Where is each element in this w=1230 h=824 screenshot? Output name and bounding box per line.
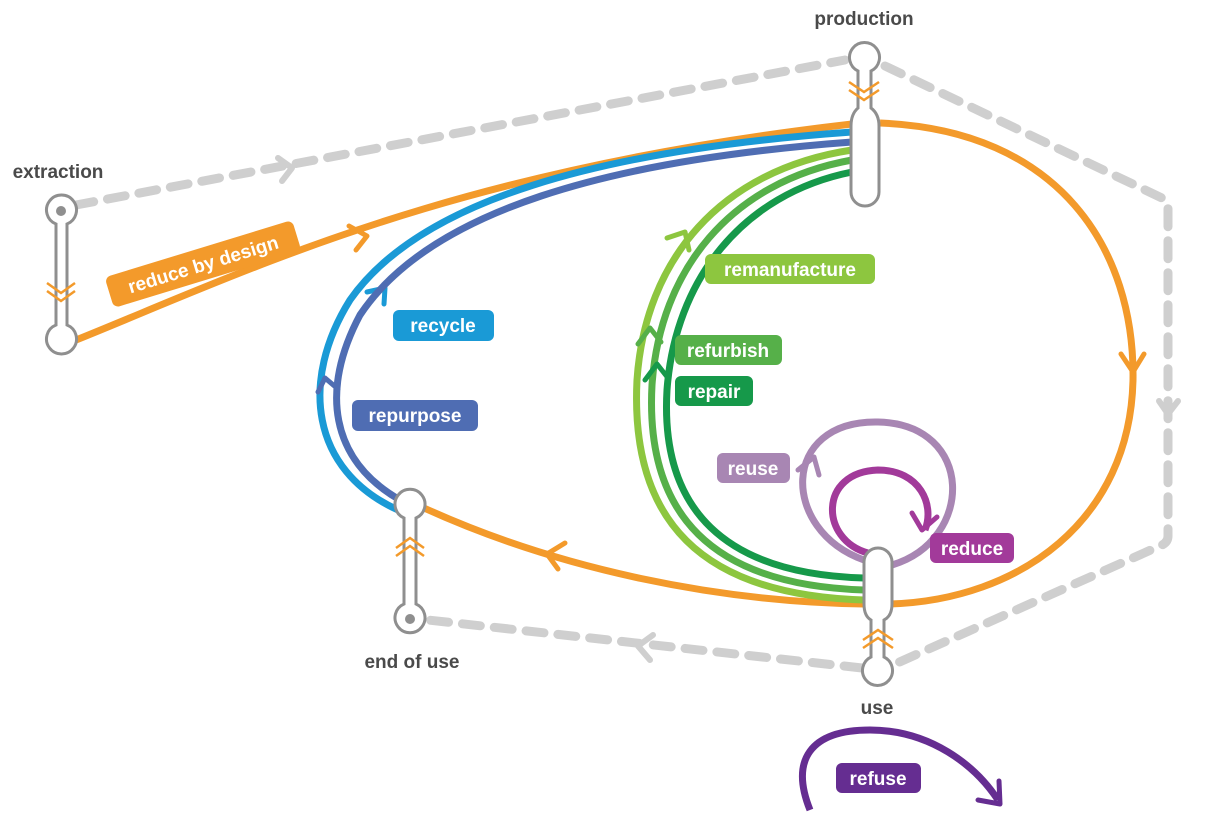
pill-remanufacture[interactable]: remanufacture: [705, 254, 875, 284]
node-production[interactable]: [848, 40, 881, 208]
stage-label-end-of-use: end of use: [364, 652, 459, 673]
dashed-path-use-to-end-of-use: [423, 615, 867, 673]
orange-loop-production-to-use: [879, 119, 1137, 608]
dashed-arrow-head-icon: [635, 632, 656, 663]
arrow-head-icon: [664, 229, 692, 253]
arrow-head-icon: [795, 454, 822, 478]
refuse-loop: [799, 726, 1003, 812]
node-extraction[interactable]: [45, 193, 78, 356]
node-use[interactable]: [861, 546, 894, 688]
pill-repair[interactable]: repair: [675, 376, 753, 406]
chevron-down-icon: [46, 281, 76, 303]
pill-refurbish[interactable]: refurbish: [675, 335, 782, 365]
orange-loop-use-to-end-of-use: [422, 504, 865, 608]
dashed-path-extraction-to-production: [71, 55, 850, 210]
stage-label-production: production: [814, 9, 913, 30]
label-repurpose: repurpose: [369, 406, 462, 427]
arrow-head-icon: [544, 540, 568, 572]
recycle-loop: [316, 128, 853, 514]
dashed-path-production-to-use: [880, 61, 1173, 669]
arrow-head-icon: [346, 223, 370, 253]
recycle-repurpose-loops: [315, 128, 853, 514]
remanufacture-loop: [633, 146, 865, 604]
reuse-loop: [799, 418, 956, 569]
use-loops: [795, 418, 956, 569]
repair-loop: [662, 168, 865, 582]
chevron-down-icon: [848, 80, 880, 102]
refurbish-loop: [648, 156, 865, 594]
arrow-head-icon: [642, 361, 671, 383]
repurpose-loop: [333, 138, 853, 504]
arrow-head-icon: [1118, 351, 1147, 375]
reduce-loop: [829, 466, 932, 557]
green-loops: [633, 146, 865, 604]
arrow-head-icon: [315, 375, 341, 395]
node-dot: [405, 614, 415, 624]
label-reuse: reuse: [728, 459, 779, 480]
pill-reuse[interactable]: reuse: [717, 453, 790, 483]
main-loop: [74, 119, 1147, 608]
arrow-head-icon: [975, 778, 1003, 807]
pill-recycle[interactable]: recycle: [393, 310, 494, 341]
label-recycle: recycle: [410, 316, 476, 337]
pill-reduce[interactable]: reduce: [930, 533, 1014, 563]
arrow-head-icon: [909, 510, 940, 533]
label-refurbish: refurbish: [687, 341, 769, 362]
linear-economy-path: [71, 55, 1181, 673]
stage-label-extraction: extraction: [13, 162, 104, 183]
node-dot: [56, 206, 66, 216]
label-remanufacture: remanufacture: [724, 260, 856, 281]
chevron-up-icon: [395, 536, 425, 558]
dashed-arrow-head-icon: [1156, 398, 1181, 417]
chevron-up-icon: [862, 628, 894, 650]
dashed-arrow-head-icon: [275, 155, 295, 184]
label-reduce: reduce: [941, 539, 1003, 560]
pill-refuse[interactable]: refuse: [836, 763, 921, 793]
label-refuse: refuse: [849, 769, 906, 790]
label-repair: repair: [688, 382, 741, 403]
arrow-head-icon: [635, 325, 664, 347]
refuse-arc: [799, 726, 1001, 812]
pill-repurpose[interactable]: repurpose: [352, 400, 478, 431]
stage-label-use: use: [861, 698, 894, 719]
node-end-of-use[interactable]: [393, 487, 427, 635]
